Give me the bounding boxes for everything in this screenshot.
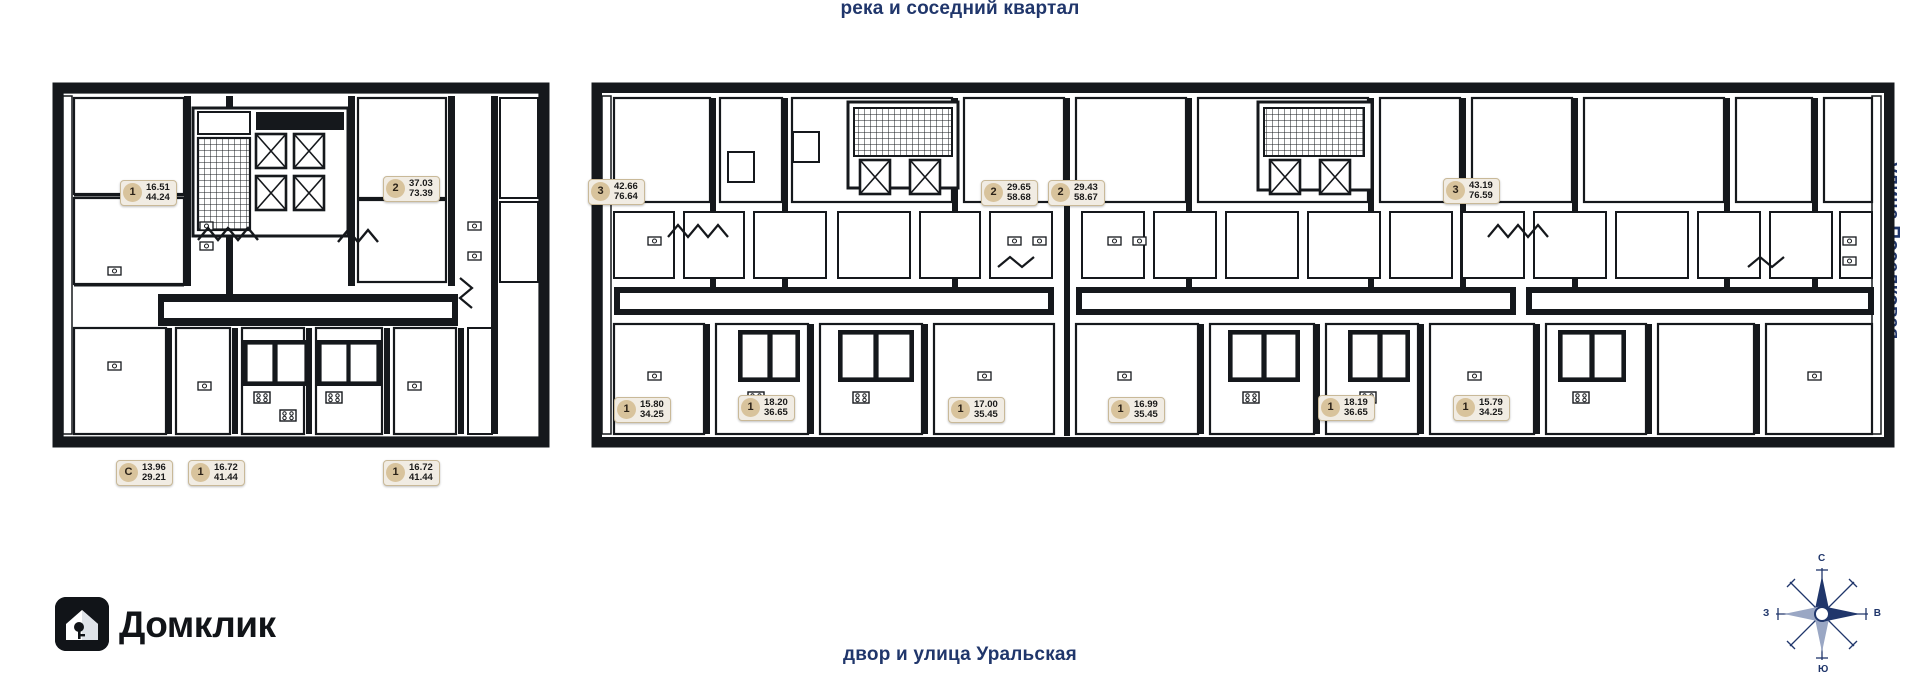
apartment-living-area: 17.00 [974, 399, 998, 410]
apartment-room-count: 1 [123, 183, 142, 203]
apartment-total-area: 36.65 [1344, 406, 1368, 418]
apartment-room-count: 2 [386, 179, 405, 199]
compass-label-east: В [1873, 608, 1881, 619]
apartment-total-area: 35.45 [1134, 408, 1158, 420]
apartment-total-area: 44.24 [146, 191, 170, 203]
apartment-living-area: 16.99 [1134, 399, 1158, 410]
apartment-total-area: 58.67 [1074, 191, 1098, 203]
orientation-label-bottom: двор и улица Уральская [843, 644, 1077, 665]
apartment-living-area: 16.72 [409, 462, 433, 473]
apartment-room-count: 1 [741, 398, 760, 418]
section-left [52, 82, 550, 448]
apartment-living-area: 18.20 [764, 397, 788, 408]
apartment-living-area: 18.19 [1344, 397, 1368, 408]
apartment-total-area: 34.25 [640, 408, 664, 420]
apartment-room-count: С [119, 463, 138, 483]
apartment-total-area: 29.21 [142, 471, 166, 483]
apartment-room-count: 3 [1446, 181, 1465, 201]
apartment-total-area: 73.39 [409, 187, 433, 199]
apartment-living-area: 29.65 [1007, 182, 1031, 193]
domclick-logo: Домклик [55, 597, 276, 651]
floor-plan-svg [52, 82, 1895, 448]
compass-icon [1776, 568, 1868, 660]
orientation-label-top: река и соседний квартал [840, 0, 1080, 19]
apartment-room-count: 1 [191, 463, 210, 483]
apartment-total-area: 76.64 [614, 190, 638, 202]
apartment-total-area: 41.44 [214, 471, 238, 483]
apartment-total-area: 41.44 [409, 471, 433, 483]
apartment-total-area: 36.65 [764, 406, 788, 418]
apartment-living-area: 29.43 [1074, 182, 1098, 193]
apartment-living-area: 15.80 [640, 399, 664, 410]
apartment-room-count: 1 [1111, 400, 1130, 420]
apartment-living-area: 16.72 [214, 462, 238, 473]
apartment-room-count: 2 [1051, 183, 1070, 203]
apartment-living-area: 15.79 [1479, 397, 1503, 408]
compass-label-south: Ю [1818, 664, 1829, 675]
apartment-total-area: 34.25 [1479, 406, 1503, 418]
apartment-living-area: 42.66 [614, 181, 638, 192]
compass-label-north: С [1818, 553, 1826, 564]
compass-label-west: З [1763, 608, 1770, 619]
apartment-room-count: 1 [1321, 398, 1340, 418]
apartment-room-count: 3 [591, 182, 610, 202]
apartment-total-area: 58.68 [1007, 191, 1031, 203]
apartment-room-count: 1 [386, 463, 405, 483]
section-right [591, 82, 1895, 448]
house-key-icon [55, 597, 109, 651]
apartment-room-count: 2 [984, 183, 1003, 203]
apartment-living-area: 16.51 [146, 182, 170, 193]
apartment-living-area: 37.03 [409, 178, 433, 189]
compass-rose: С Ю З В [1762, 553, 1882, 675]
apartment-living-area: 43.19 [1469, 180, 1493, 191]
apartment-total-area: 35.45 [974, 408, 998, 420]
apartment-room-count: 1 [617, 400, 636, 420]
apartment-living-area: 13.96 [142, 462, 166, 473]
apartment-total-area: 76.59 [1469, 189, 1493, 201]
apartment-room-count: 1 [1456, 398, 1475, 418]
apartment-room-count: 1 [951, 400, 970, 420]
domclick-wordmark: Домклик [119, 603, 276, 645]
